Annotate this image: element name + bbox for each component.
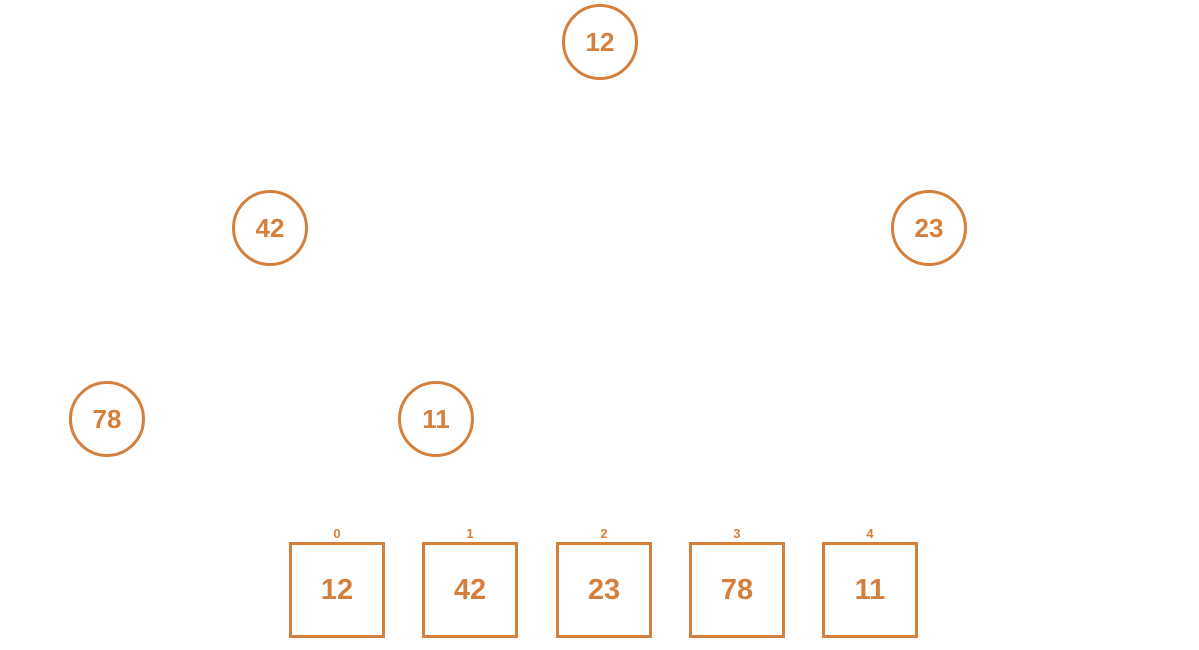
array-cell: 78 — [689, 542, 785, 638]
tree-node-right-child: 23 — [891, 190, 967, 266]
array-cell: 42 — [422, 542, 518, 638]
tree-node-left-child: 42 — [232, 190, 308, 266]
array-cell: 23 — [556, 542, 652, 638]
array-index-label: 2 — [600, 526, 608, 541]
array-cell: 12 — [289, 542, 385, 638]
array-index-label: 4 — [866, 526, 874, 541]
tree-node-left-right-grandchild: 11 — [398, 381, 474, 457]
array-index-label: 3 — [733, 526, 741, 541]
array-index-label: 1 — [466, 526, 474, 541]
array-index-label: 0 — [333, 526, 341, 541]
array-cell: 11 — [822, 542, 918, 638]
tree-node-root: 12 — [562, 4, 638, 80]
tree-node-left-left-grandchild: 78 — [69, 381, 145, 457]
